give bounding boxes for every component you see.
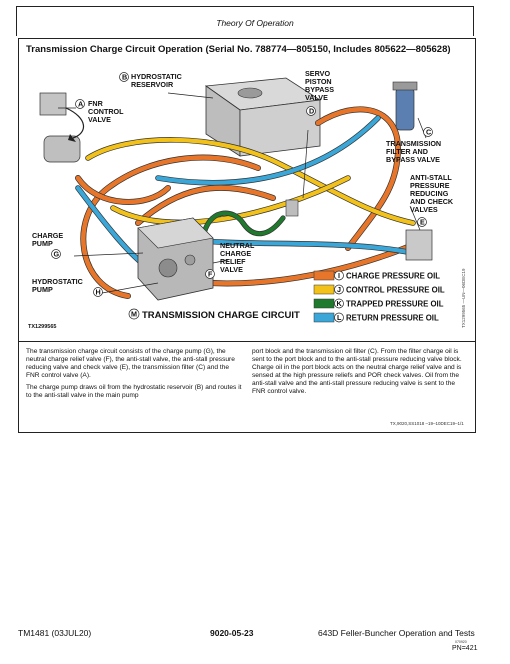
- svg-text:FILTER AND: FILTER AND: [386, 147, 428, 156]
- svg-text:AND CHECK: AND CHECK: [410, 197, 454, 206]
- svg-text:I: I: [338, 271, 340, 280]
- header-rule-right: [473, 6, 474, 36]
- svg-text:VALVE: VALVE: [88, 115, 111, 124]
- svg-text:BYPASS: BYPASS: [305, 85, 334, 94]
- legend-swatch-return: [313, 312, 335, 323]
- paragraph-2: The charge pump draws oil from the hydro…: [26, 384, 242, 400]
- servo-letter: D: [309, 107, 314, 116]
- text-column-right: port block and the transmission oil filt…: [252, 348, 470, 401]
- svg-text:PUMP: PUMP: [32, 285, 53, 294]
- svg-text:F: F: [208, 270, 213, 279]
- header-rule-left: [16, 6, 17, 36]
- legend-label-return: RETURN PRESSURE OIL: [346, 314, 439, 323]
- svg-text:HYDROSTATIC: HYDROSTATIC: [131, 72, 182, 81]
- legend-swatch-control: [313, 284, 335, 295]
- svg-text:CONTROL: CONTROL: [88, 107, 124, 116]
- section-title: Theory Of Operation: [216, 18, 294, 28]
- svg-text:VALVES: VALVES: [410, 205, 438, 214]
- side-reference: TX1299565 —UN—06DEC19: [461, 268, 466, 328]
- text-frame: [18, 340, 476, 433]
- svg-text:C: C: [426, 128, 431, 137]
- paragraph-1: The transmission charge circuit consists…: [26, 348, 235, 380]
- svg-text:J: J: [337, 285, 341, 294]
- svg-text:FNR: FNR: [88, 99, 104, 108]
- legend-label-trapped: TRAPPED PRESSURE OIL: [346, 300, 444, 309]
- label-transmission-filter: C TRANSMISSION FILTER AND BYPASS VALVE: [386, 127, 441, 164]
- footer-page-number: PN=421: [452, 645, 478, 652]
- footer-manual-id: TM1481 (03JUL20): [18, 628, 92, 638]
- legend-label-charge: CHARGE PRESSURE OIL: [346, 272, 440, 281]
- label-servo-piston-bypass-valve: SERVO PISTON BYPASS VALVE D: [305, 69, 334, 116]
- leader-lines: [58, 92, 427, 294]
- svg-text:PISTON: PISTON: [305, 77, 332, 86]
- hydrostatic-pump-letter: H: [96, 288, 101, 297]
- svg-text:L: L: [337, 313, 342, 322]
- hydrostatic-reservoir-tank: [204, 77, 322, 157]
- svg-text:M: M: [131, 310, 137, 319]
- figure-title: Transmission Charge Circuit Operation (S…: [26, 44, 451, 55]
- label-hydrostatic-pump: HYDROSTATIC PUMP H: [32, 277, 103, 297]
- svg-text:ANTI-STALL: ANTI-STALL: [410, 173, 452, 182]
- text-column-left: The transmission charge circuit consists…: [26, 348, 244, 405]
- legend-swatch-charge: [313, 270, 335, 281]
- svg-text:RELIEF: RELIEF: [220, 257, 246, 266]
- legend-swatch-trapped: [313, 298, 335, 309]
- footer-date: 070920: [455, 640, 467, 644]
- svg-text:CHARGE: CHARGE: [220, 249, 251, 258]
- label-anti-stall-valves: ANTI-STALL PRESSURE REDUCING AND CHECK V…: [410, 173, 454, 227]
- label-neutral-charge-relief: NEUTRAL CHARGE RELIEF F VALVE: [205, 241, 255, 279]
- svg-text:HYDROSTATIC: HYDROSTATIC: [32, 277, 83, 286]
- svg-text:REDUCING: REDUCING: [410, 189, 449, 198]
- header-rule: [16, 6, 474, 37]
- trapped-pressure-hoses: [200, 210, 286, 241]
- hydrostatic-pump-body: [137, 217, 214, 301]
- svg-text:CHARGE: CHARGE: [32, 231, 63, 240]
- anti-stall-letter: E: [420, 218, 425, 227]
- legend-label-control: CONTROL PRESSURE OIL: [346, 286, 445, 295]
- svg-text:VALVE: VALVE: [220, 265, 243, 274]
- svg-text:RESERVOIR: RESERVOIR: [131, 80, 174, 89]
- figure-caption: M TRANSMISSION CHARGE CIRCUIT: [128, 308, 300, 321]
- legend: I CHARGE PRESSURE OIL J CONTROL PRESSURE…: [313, 270, 445, 323]
- svg-text:A: A: [78, 100, 83, 109]
- charge-pump-letter: G: [54, 250, 60, 259]
- document-reference: TX,9020,SS1018 –19–10DEC19–1/1: [390, 421, 464, 426]
- label-hydrostatic-reservoir: B HYDROSTATIC RESERVOIR: [119, 72, 182, 89]
- svg-text:PRESSURE: PRESSURE: [410, 181, 450, 190]
- figure-id: TX1299565: [28, 324, 56, 330]
- transmission-filter-body: [392, 81, 418, 131]
- fnr-valve-body: [39, 92, 84, 163]
- anti-stall-valve-body: [405, 229, 433, 261]
- charge-pressure-hoses: [75, 106, 421, 299]
- svg-text:K: K: [337, 299, 343, 308]
- svg-text:TRANSMISSION CHARGE CIRCUIT: TRANSMISSION CHARGE CIRCUIT: [142, 310, 300, 321]
- hydraulic-diagram: B HYDROSTATIC RESERVOIR A FNR CONTROL VA…: [28, 69, 466, 330]
- label-fnr-control-valve: A FNR CONTROL VALVE: [75, 99, 124, 124]
- svg-text:VALVE: VALVE: [305, 93, 328, 102]
- svg-text:NEUTRAL: NEUTRAL: [220, 241, 255, 250]
- label-charge-pump: CHARGE PUMP G: [32, 231, 63, 259]
- footer-title: 643D Feller-Buncher Operation and Tests: [318, 628, 475, 638]
- svg-text:SERVO: SERVO: [305, 69, 330, 78]
- paragraph-3: port block and the transmission oil filt…: [252, 348, 462, 396]
- svg-text:TRANSMISSION: TRANSMISSION: [386, 139, 441, 148]
- control-pressure-hoses: [85, 137, 416, 226]
- svg-text:PUMP: PUMP: [32, 239, 53, 248]
- svg-text:B: B: [122, 73, 127, 82]
- servo-bypass-fitting: [285, 199, 299, 217]
- svg-text:BYPASS VALVE: BYPASS VALVE: [386, 155, 440, 164]
- footer-page-code: 9020-05-23: [210, 628, 254, 638]
